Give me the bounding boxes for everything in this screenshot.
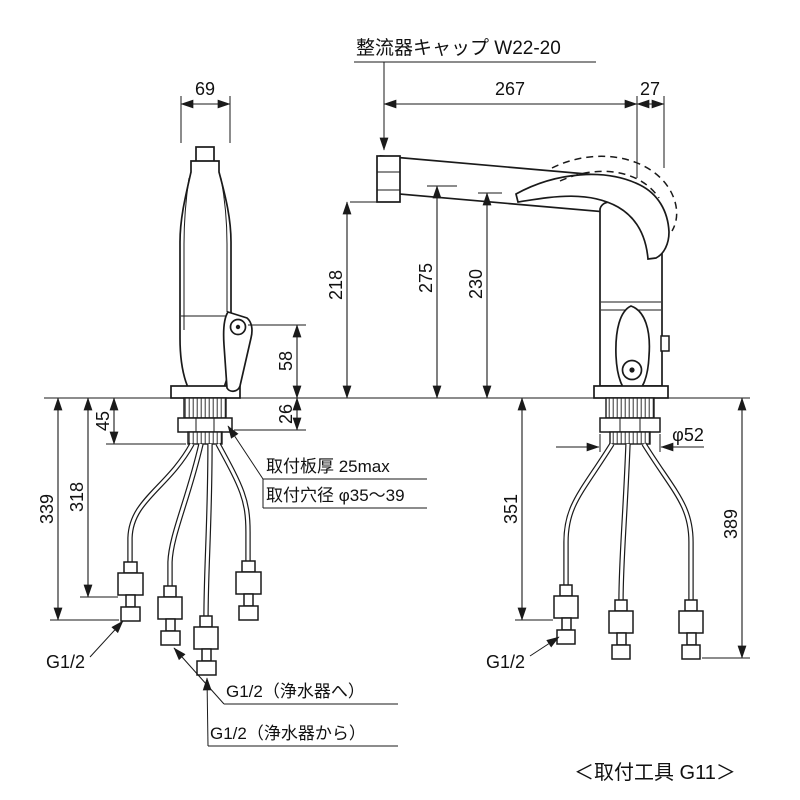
hose-core [128, 443, 194, 563]
hose-core [204, 443, 212, 618]
dim-label-27: 27 [640, 79, 660, 99]
fitting-end [196, 660, 217, 676]
hose-outline [215, 442, 251, 562]
front-hoses [127, 442, 251, 618]
fitting-end [238, 605, 259, 621]
fitting-end [160, 630, 181, 646]
side-lower-collar [609, 431, 651, 445]
front-top-stem [195, 146, 215, 163]
label-from-purifier: G1/2（浄水器から） [210, 724, 366, 743]
label-rectifier-cap: 整流器キャップ W22-20 [356, 37, 561, 59]
fitting-end [120, 606, 141, 622]
hose-core [619, 443, 630, 602]
front-hose-fittings [117, 560, 262, 676]
label-to-purifier: G1/2（浄水器へ） [226, 682, 365, 701]
leader-to-purifier [173, 647, 225, 705]
fitting-tube [686, 632, 697, 646]
side-view-faucet [376, 155, 704, 660]
dim-label-dia52: φ52 [672, 425, 704, 445]
fitting-end [611, 644, 631, 660]
fitting-tube [201, 648, 212, 662]
side-body-nub [660, 335, 670, 352]
fitting-nut [608, 610, 634, 634]
label-g12-side: G1/2 [486, 652, 525, 672]
side-view-dimensions: 整流器キャップ W22-20 267 27 218 275 230 φ52 35… [326, 37, 750, 672]
fitting-neck [559, 584, 573, 597]
hose-core [168, 443, 203, 587]
footer-tool-note: ＜取付工具 G11＞ [574, 761, 736, 784]
front-body-contour-left [183, 177, 190, 330]
fitting-nut [157, 596, 183, 620]
side-hose-fittings [553, 584, 704, 660]
front-lower-collar [187, 431, 223, 445]
side-handle-raised-dashed [551, 155, 678, 232]
front-locknut [177, 417, 233, 433]
hose-core [564, 443, 614, 586]
dim-label-58: 58 [276, 351, 296, 371]
front-view-dimensions: 69 58 26 45 318 339 取付板厚 25max 取付穴径 φ35〜… [37, 79, 427, 747]
fitting-tube [125, 594, 136, 608]
fitting-tube [243, 593, 254, 607]
fitting-neck [163, 585, 177, 598]
fitting-tube [616, 632, 627, 646]
fitting-neck [684, 599, 698, 612]
fitting-neck [123, 561, 138, 574]
hose-core [642, 443, 693, 601]
leader-g12-side [529, 636, 560, 657]
note-mounting-plate: 取付板厚 25max [266, 457, 390, 476]
note-mounting-hole: 取付穴径 φ35〜39 [266, 486, 405, 505]
dim-label-218: 218 [326, 270, 346, 300]
fitting-tube [165, 618, 176, 632]
dim-label-26: 26 [276, 404, 296, 424]
leader-g12-front [89, 620, 124, 658]
label-g12-front: G1/2 [46, 652, 85, 672]
dim-label-275: 275 [416, 263, 436, 293]
front-body-contour-right [220, 177, 228, 312]
side-hoses [563, 442, 694, 602]
leader-from-purifier [202, 677, 212, 747]
front-threaded-shank [183, 397, 227, 419]
dim-label-230: 230 [466, 269, 486, 299]
fitting-nut [678, 610, 704, 634]
fitting-nut [193, 626, 219, 650]
fitting-tube [561, 617, 572, 631]
fitting-neck [241, 560, 256, 573]
hose-outline [641, 442, 694, 601]
side-handle-blade [515, 173, 670, 260]
fitting-nut [553, 595, 579, 619]
side-aerator-cap [376, 155, 401, 203]
side-base-flange [593, 385, 669, 399]
dim-label-69: 69 [195, 79, 215, 99]
dim-label-389: 389 [721, 509, 741, 539]
front-view-faucet [117, 146, 262, 676]
side-lever-pivot-dot [629, 367, 635, 373]
hose-outline [563, 442, 615, 586]
dim-label-339: 339 [37, 494, 57, 524]
fitting-nut [117, 572, 144, 596]
fitting-neck [199, 615, 213, 628]
fitting-neck [614, 599, 628, 612]
dim-label-318: 318 [67, 482, 87, 512]
dim-label-267: 267 [495, 79, 525, 99]
side-handle-raised-dashed-inner [559, 170, 660, 199]
front-lever-pivot-dot [235, 324, 241, 330]
dim-label-351: 351 [501, 494, 521, 524]
fitting-end [556, 629, 576, 645]
side-threaded-shank [605, 397, 655, 419]
dim-label-45: 45 [93, 411, 113, 431]
side-lever-front-paddle [615, 305, 651, 395]
fitting-nut [235, 571, 262, 595]
leader-mounting-notes [227, 425, 264, 480]
fitting-end [681, 644, 701, 660]
side-locknut [599, 417, 661, 433]
hose-core [216, 443, 250, 562]
